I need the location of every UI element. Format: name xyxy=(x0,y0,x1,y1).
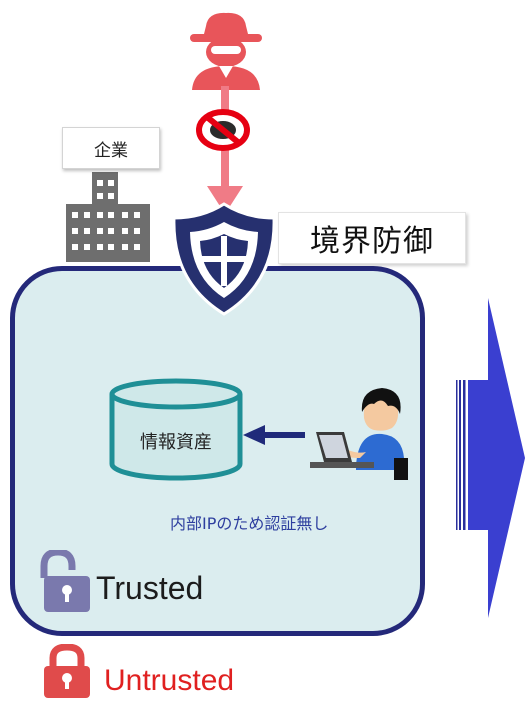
building-icon xyxy=(66,172,150,262)
information-asset-label: 情報資産 xyxy=(140,432,212,453)
shield-icon xyxy=(172,202,276,316)
no-auth-note: 内部IPのため認証無し xyxy=(170,514,329,533)
trusted-label: Trusted xyxy=(96,570,204,606)
trusted-zone xyxy=(10,266,425,636)
locked-padlock-icon xyxy=(44,644,90,698)
user-at-laptop-icon xyxy=(310,388,408,480)
company-label: 企業 xyxy=(62,127,160,169)
access-arrow xyxy=(243,425,305,445)
unlocked-padlock-icon xyxy=(40,550,90,612)
database-icon xyxy=(109,378,243,481)
transition-arrow-icon xyxy=(456,298,525,618)
untrusted-label: Untrusted xyxy=(104,664,235,697)
block-icon xyxy=(196,109,250,151)
attacker-icon xyxy=(190,12,262,90)
perimeter-defense-label: 境界防御 xyxy=(278,212,466,264)
